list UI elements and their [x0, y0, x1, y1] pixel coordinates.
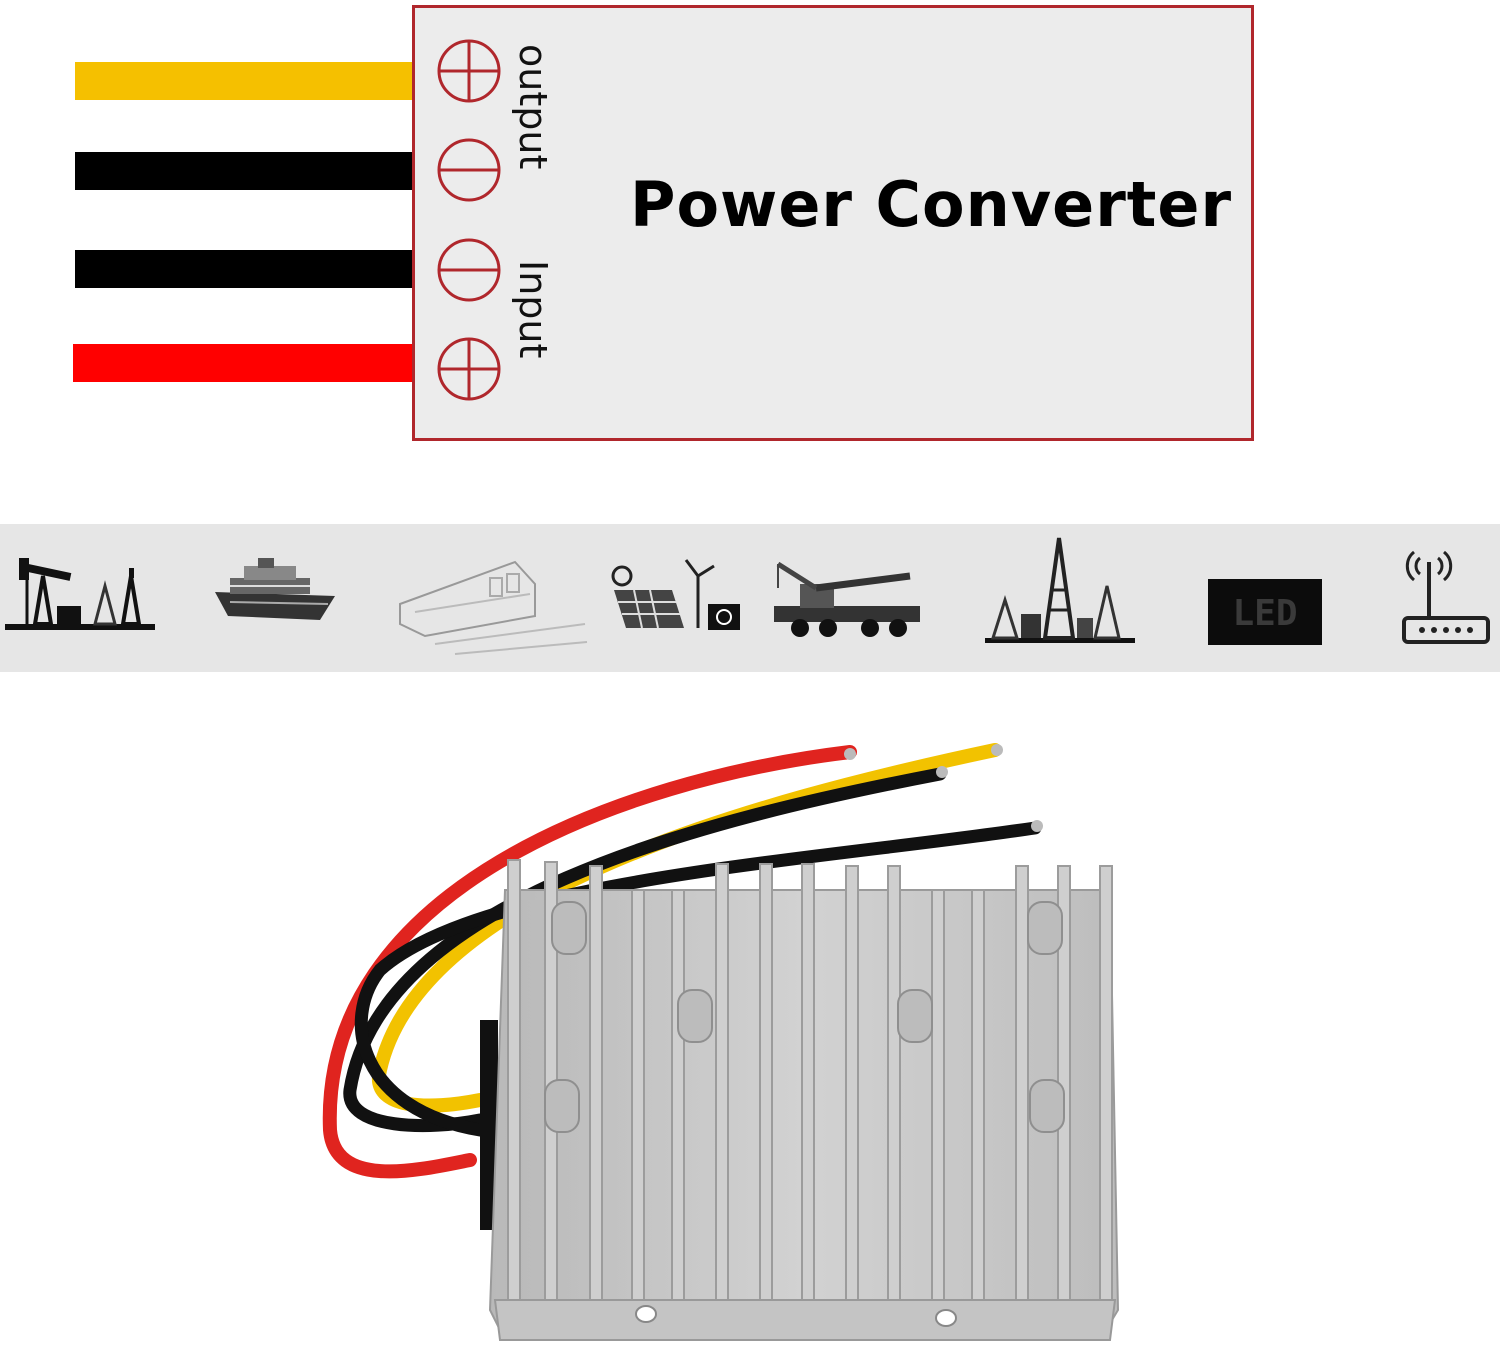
ship-icon	[215, 558, 335, 620]
wire-output-negative	[75, 152, 415, 190]
output-label: output	[511, 44, 555, 170]
oil-refinery-icon	[985, 537, 1135, 643]
terminal-plus-icon	[437, 39, 501, 103]
diagram-title: Power Converter	[630, 168, 1233, 241]
power-converter-module-icon	[322, 743, 1120, 1341]
wire-input-negative	[75, 250, 415, 288]
power-converter-box	[412, 5, 1254, 441]
svg-text:LED: LED	[1232, 593, 1297, 634]
applications-strip: LED	[0, 524, 1500, 672]
terminal-plus-icon	[437, 337, 501, 401]
wire-output-positive	[75, 62, 415, 100]
crane-truck-icon	[774, 561, 920, 637]
wifi-router-icon	[1402, 550, 1490, 644]
solar-wind-energy-icon	[611, 559, 740, 630]
input-label: Input	[511, 260, 555, 359]
wiring-diagram: output Input Power Converter	[0, 0, 1500, 460]
oil-pump-icon	[5, 558, 155, 630]
terminal-minus-icon	[437, 138, 501, 202]
train-icon	[399, 560, 588, 655]
terminal-minus-icon	[437, 238, 501, 302]
wire-input-positive	[73, 344, 415, 382]
led-display-icon: LED	[1208, 579, 1322, 645]
